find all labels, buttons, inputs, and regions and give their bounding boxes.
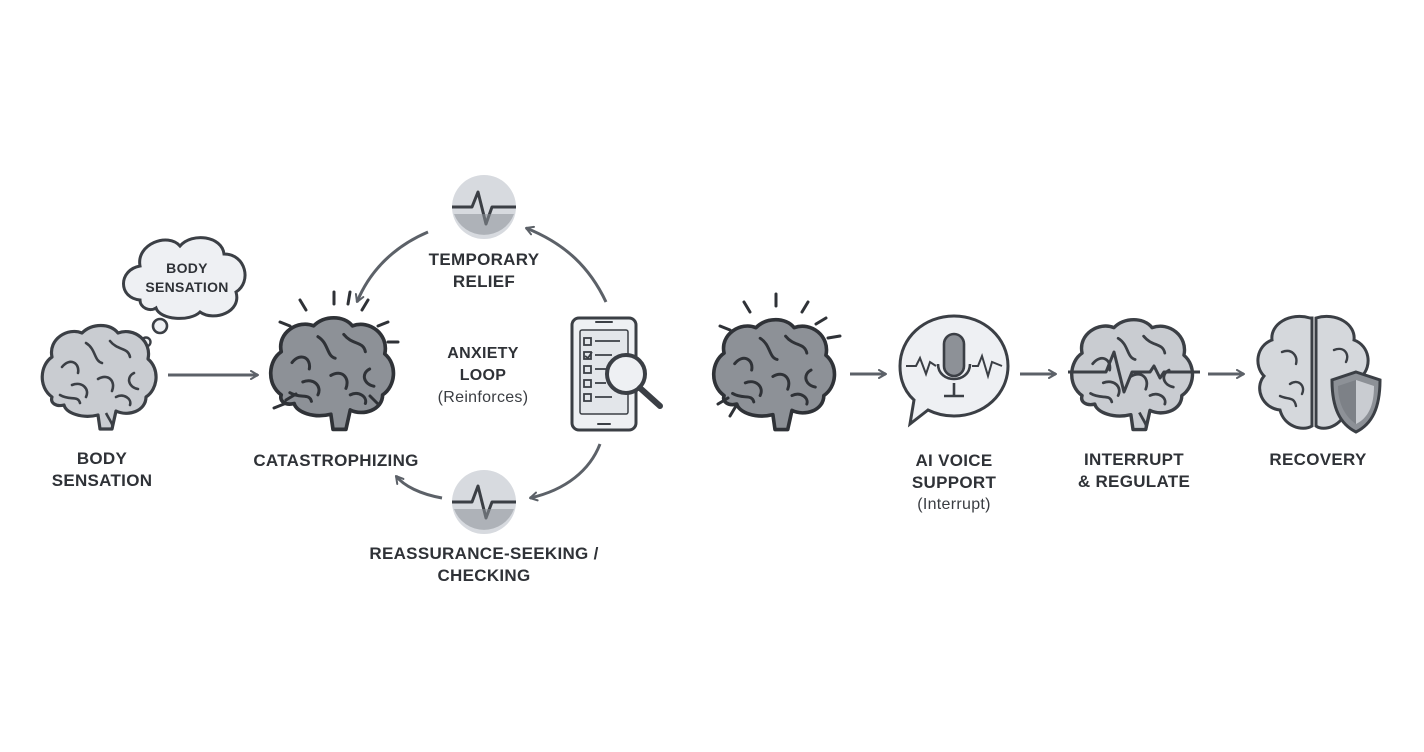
loop-arrow-to-catastrophizing [354,230,429,303]
regulate-brain-icon [1068,317,1200,432]
temporary-relief-line1: TEMPORARY [428,250,540,269]
reassurance-line1: REASSURANCE-SEEKING / [369,544,599,563]
thought-bubble-label: BODY SENSATION [145,259,228,297]
temporary-relief-label: TEMPORARY RELIEF [429,249,540,293]
ai-voice-support-label: AI VOICE SUPPORT (Interrupt) [912,450,996,516]
interrupt-regulate-label: INTERRUPT & REGULATE [1078,449,1190,493]
recovery-label: RECOVERY [1269,449,1366,471]
microphone-icon [898,314,1010,428]
body-sensation-line2: SENSATION [51,471,153,490]
reassurance-label: REASSURANCE-SEEKING / CHECKING [369,543,598,587]
anxious-brain-icon [711,292,842,432]
thought-bubble-icon [122,236,247,348]
anxiety-loop-sub: (Reinforces) [437,389,529,406]
ai-voice-sub: (Interrupt) [917,496,991,513]
temporary-relief-line2: RELIEF [452,272,516,291]
thought-bubble-line2: SENSATION [145,279,229,295]
interrupt-line1: INTERRUPT [1084,450,1184,469]
reassurance-line2: CHECKING [437,566,531,585]
ai-voice-line1: AI VOICE [915,451,993,470]
anxiety-loop-line2: LOOP [459,367,507,384]
magnifier-icon [605,353,663,409]
heartbeat-icon [452,175,516,239]
body-sensation-line1: BODY [76,449,128,468]
anxiety-loop-line1: ANXIETY [447,345,519,362]
loop-arrow-to-catastrophizing-bottom [394,475,443,500]
anxiety-loop-label: ANXIETY LOOP (Reinforces) [438,343,529,409]
body-sensation-brain-icon [40,323,158,431]
interrupt-line2: & REGULATE [1077,472,1191,491]
thought-bubble-line1: BODY [166,260,208,276]
catastrophizing-brain-icon [268,290,400,432]
ai-voice-line2: SUPPORT [911,473,997,492]
heartbeat-icon [452,470,516,534]
loop-arrow-to-reassurance [529,443,602,502]
catastrophizing-label: CATASTROPHIZING [253,450,418,472]
catastrophizing-text: CATASTROPHIZING [253,451,419,470]
shield-icon [1330,370,1382,434]
recovery-text: RECOVERY [1269,450,1367,469]
loop-arrow-to-relief [525,225,608,303]
body-sensation-label: BODY SENSATION [52,448,153,492]
